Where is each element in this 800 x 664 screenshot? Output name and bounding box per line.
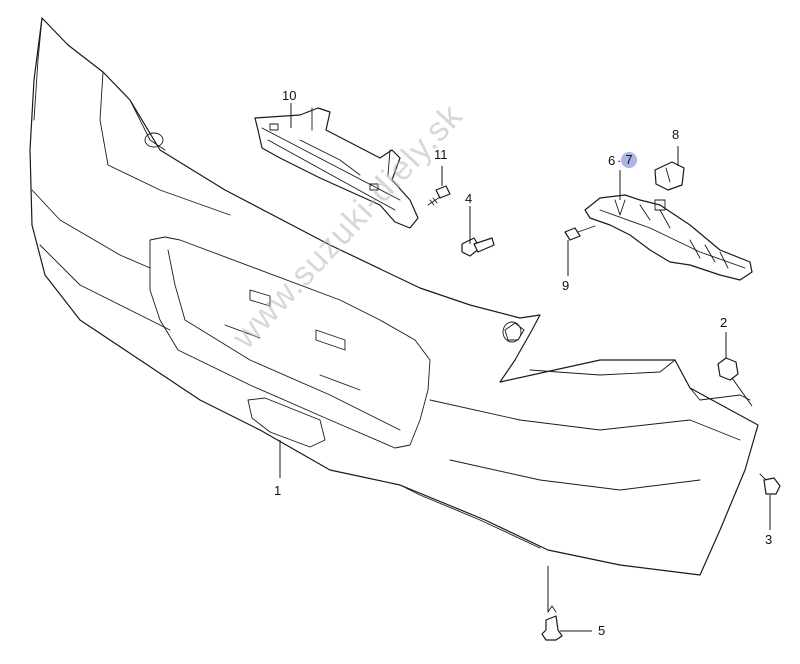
rear-bumper-cover [29,17,759,576]
screw-3-drawing [759,473,781,495]
callout-11[interactable]: 11 [434,147,448,162]
callout-10[interactable]: 10 [282,88,297,103]
callout-1[interactable]: 1 [274,483,282,498]
side-bracket [584,194,753,281]
bolt-4-drawing [461,237,495,257]
callout-2[interactable]: 2 [720,315,728,330]
callout-7-highlighted[interactable]: 7 [621,152,637,168]
license-plate-bracket [254,107,419,229]
callout-8[interactable]: 8 [672,127,680,142]
callout-9[interactable]: 9 [562,278,570,293]
callout-6[interactable]: 6 [608,153,616,168]
callout-3[interactable]: 3 [765,532,773,547]
callout-separator: · [617,153,622,168]
callout-4[interactable]: 4 [465,191,473,206]
fastener-5-drawing [541,605,563,641]
screw-11-drawing [427,185,451,206]
clip-8-drawing [654,161,685,191]
leader-lines [279,103,771,632]
screw-9-drawing [564,225,596,241]
nut-2-drawing [717,357,739,381]
callout-5[interactable]: 5 [598,623,606,638]
